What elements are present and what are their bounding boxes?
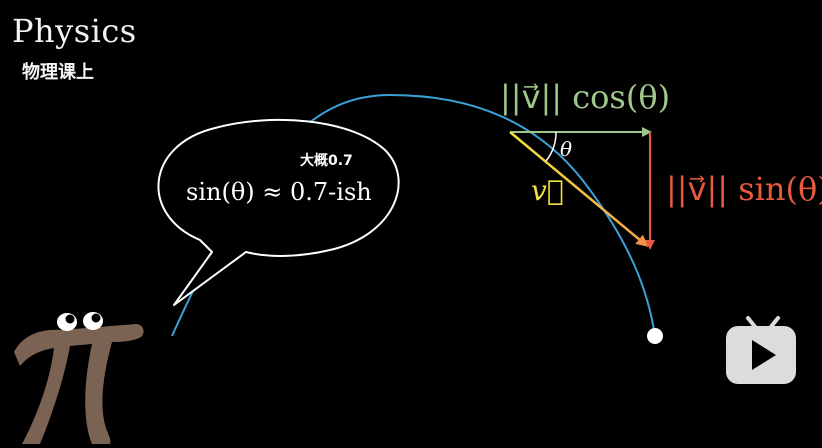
pi-character	[14, 312, 144, 444]
bilibili-play-icon	[726, 316, 796, 384]
pi-body	[14, 324, 144, 444]
bubble-text: sin(θ) ≈ 0.7-ish	[186, 178, 372, 206]
speech-bubble	[157, 118, 400, 306]
velocity-vector-arrow	[509, 131, 649, 247]
bubble-annotation: 大概0.7	[300, 152, 353, 169]
horizontal-component-label: ||v⃗|| cos(θ)	[500, 78, 670, 116]
vector-label: v⃗	[531, 174, 564, 207]
vertical-component-label: ||v⃗|| sin(θ)	[666, 170, 822, 208]
page-title: Physics	[12, 12, 137, 50]
pi-eyes	[57, 312, 103, 331]
angle-label: θ	[560, 137, 572, 161]
page-subtitle: 物理课上	[22, 62, 94, 83]
projectile-ball	[647, 328, 663, 344]
angle-arc	[545, 131, 557, 162]
